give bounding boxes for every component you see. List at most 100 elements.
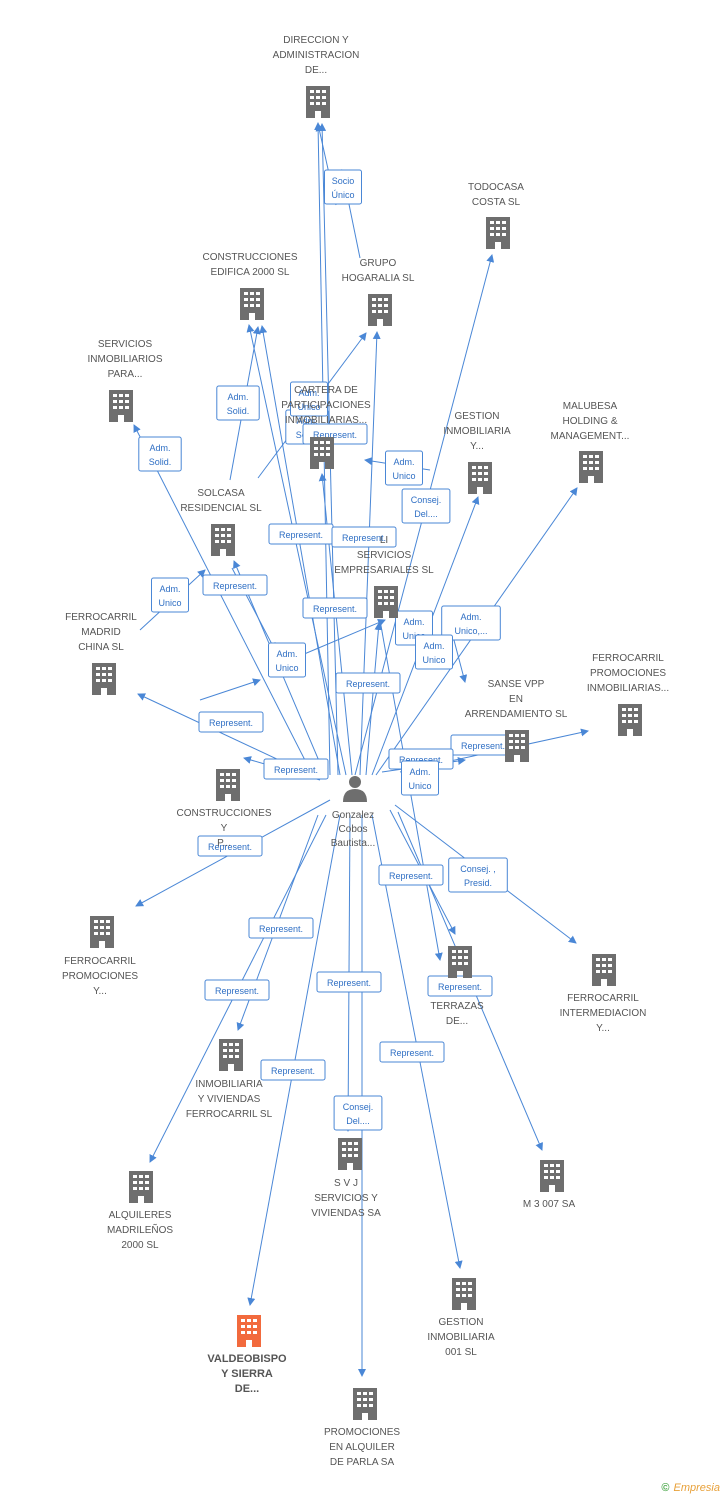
company-name: HOLDING & (562, 416, 617, 427)
company-name: INMOBILIARIA (427, 1332, 495, 1343)
edge-label-text: Adm. (393, 457, 414, 467)
company-name: INMOBILIARIAS... (587, 683, 669, 694)
company-name: EMPRESARIALES SL (334, 565, 434, 576)
edge-label-box (324, 169, 362, 205)
edge-label-box (204, 979, 270, 1001)
person-name: Bautista... (331, 838, 375, 849)
edge-label-box (448, 857, 508, 893)
edge-label[interactable]: Represent. (204, 979, 270, 1001)
edge-label-box (316, 971, 382, 993)
person-name: Cobos (339, 824, 368, 835)
edge-label[interactable]: Adm.Unico,... (441, 605, 501, 641)
edge-label[interactable]: Represent. (331, 526, 397, 548)
edge-label[interactable]: Represent. (198, 711, 264, 733)
company-name: Y... (93, 986, 107, 997)
edge-label[interactable]: Consej.Del.... (401, 488, 451, 524)
company-node-ffcinter[interactable]: FERROCARRILINTERMEDIACIONY... (560, 954, 647, 1034)
edge-label-box (333, 1095, 383, 1131)
edge-label-text: Adm. (149, 443, 170, 453)
edge-label-text: Adm. (276, 649, 297, 659)
person-icon (343, 776, 367, 802)
building-icon (452, 1278, 476, 1310)
building-icon (579, 451, 603, 483)
company-node-construccionesy[interactable]: CONSTRUCCIONESYP... (176, 769, 272, 849)
company-name: CHINA SL (78, 642, 124, 653)
edge-label-text: Represent. (390, 1048, 434, 1058)
person-node[interactable]: GonzalezCobosBautista... (331, 776, 375, 849)
edge-label-text: Represent. (389, 871, 433, 881)
building-icon (486, 217, 510, 249)
company-node-terrazas[interactable]: TERRAZASDE... (430, 946, 484, 1027)
edge-label[interactable]: Represent. (450, 734, 516, 756)
edge-label-box (216, 385, 260, 421)
edge-label[interactable]: Represent. (263, 758, 329, 780)
edge-label[interactable]: Adm.Unico (385, 450, 423, 486)
edge-label[interactable]: Adm.Unico (268, 642, 306, 678)
company-name: FERROCARRIL SL (186, 1109, 273, 1120)
company-name: M 3 007 SA (523, 1199, 576, 1210)
company-name: CONSTRUCCIONES (176, 808, 271, 819)
edge-label[interactable]: Represent. (379, 1041, 445, 1063)
edge-label-box (415, 634, 453, 670)
edge-label[interactable]: Adm.Unico (401, 760, 439, 796)
company-node-cartera[interactable]: CARTERA DEPARTICIPACIONESINMOBILIARIAS..… (281, 385, 371, 469)
building-icon (129, 1171, 153, 1203)
edge-label[interactable]: Represent. (427, 975, 493, 997)
edge-label[interactable]: Adm.Unico (151, 577, 189, 613)
edge-label-box (151, 577, 189, 613)
company-node-ffcpromoy[interactable]: FERROCARRILPROMOCIONESY... (62, 916, 138, 997)
edge-label[interactable]: Adm.Unico (290, 381, 328, 417)
company-name: SANSE VPP (488, 679, 545, 690)
edge-label[interactable]: Consej. ,Presid. (448, 857, 508, 893)
company-node-ffcpromoinmo[interactable]: FERROCARRILPROMOCIONESINMOBILIARIAS... (587, 653, 669, 736)
company-name: DIRECCION Y (283, 35, 349, 46)
company-name: TODOCASA (468, 182, 524, 193)
building-icon (338, 1138, 362, 1170)
company-node-direccion[interactable]: DIRECCION YADMINISTRACIONDE... (273, 35, 360, 118)
building-icon (240, 288, 264, 320)
edge-label[interactable]: Represent. (378, 864, 444, 886)
edge-label[interactable]: Consej.Del.... (333, 1095, 383, 1131)
company-node-todocasa[interactable]: TODOCASA COSTA SL (468, 182, 524, 249)
edge-label[interactable]: Represent. (197, 835, 263, 857)
edge-label-box (401, 488, 451, 524)
company-node-m3007[interactable]: M 3 007 SA (523, 1160, 576, 1210)
company-name: FERROCARRIL (65, 612, 137, 623)
building-icon (540, 1160, 564, 1192)
edge-label-text: Represent. (438, 982, 482, 992)
edge-label-text: Unico (158, 598, 181, 608)
company-node-gestiony[interactable]: GESTIONINMOBILIARIAY... (443, 411, 511, 494)
edge-label[interactable]: Represent. (316, 971, 382, 993)
building-icon (618, 704, 642, 736)
edge-label[interactable]: Represent. (202, 574, 268, 596)
company-name: CARTERA DE (294, 385, 358, 396)
edge-label[interactable]: Represent. (248, 917, 314, 939)
company-name: EN ALQUILER (329, 1442, 395, 1453)
edge-label-text: Represent. (271, 1066, 315, 1076)
edge-label[interactable]: Represent. (260, 1059, 326, 1081)
edge-label[interactable]: Adm.Unico (415, 634, 453, 670)
edge-label-text: Represent. (327, 978, 371, 988)
company-name: COSTA SL (472, 197, 521, 208)
edge-label[interactable]: Adm.Solid. (138, 436, 182, 472)
company-node-servinmo[interactable]: SERVICIOSINMOBILIARIOSPARA... (87, 339, 163, 422)
company-name: EN (509, 694, 523, 705)
edge-label[interactable]: Represent. (335, 672, 401, 694)
edge-label[interactable]: Represent. (302, 597, 368, 619)
edge-label[interactable]: Adm.Solid. (216, 385, 260, 421)
edge-label[interactable]: Represent. (268, 523, 334, 545)
